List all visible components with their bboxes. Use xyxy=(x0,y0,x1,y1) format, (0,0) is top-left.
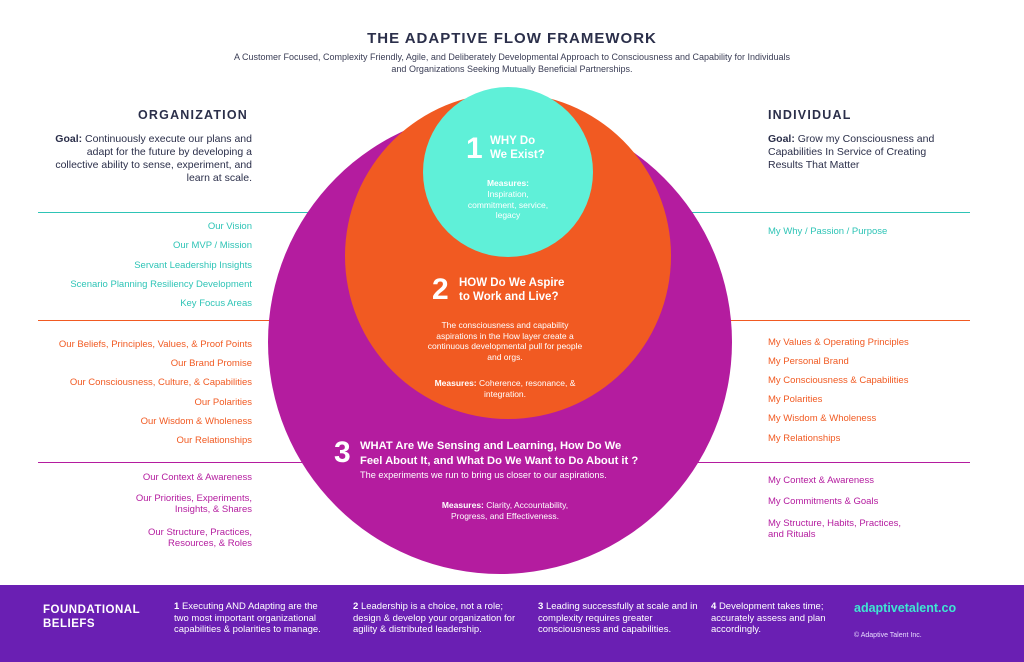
how-measures-label: Measures: xyxy=(434,378,477,388)
what-layer-title-1: WHAT Are We Sensing and Learning, How Do… xyxy=(360,440,622,452)
org-what-item: Our Priorities, Experiments, Insights, &… xyxy=(135,493,252,515)
org-what-item: Our Structure, Practices, Resources, & R… xyxy=(147,527,252,549)
org-how-item: Our Wisdom & Wholeness xyxy=(140,416,252,427)
belief-number: 3 xyxy=(538,601,544,612)
org-why-item: Key Focus Areas xyxy=(180,298,252,309)
org-why-item: Servant Leadership Insights xyxy=(134,260,252,271)
individual-goal: Goal: Grow my Consciousness and Capabili… xyxy=(768,133,963,172)
org-what-item: Our Context & Awareness xyxy=(142,472,252,483)
belief-item: 1 Executing AND Adapting are the two mos… xyxy=(174,601,334,636)
what-layer-title-2: Feel About It, and What Do We Want to Do… xyxy=(360,455,639,467)
how-layer-title-2: to Work and Live? xyxy=(459,291,559,303)
individual-goal-label: Goal: xyxy=(768,133,795,145)
how-layer-number: 2 xyxy=(432,273,449,306)
what-divider-right xyxy=(690,462,970,463)
ind-how-item: My Personal Brand xyxy=(768,356,849,367)
ind-what-item: My Context & Awareness xyxy=(768,475,874,486)
page-title: THE ADAPTIVE FLOW FRAMEWORK xyxy=(367,30,657,47)
org-why-item: Our MVP / Mission xyxy=(172,240,252,251)
ind-how-item: My Wisdom & Wholeness xyxy=(768,413,877,424)
belief-item: 2 Leadership is a choice, not a role; de… xyxy=(353,601,518,636)
why-layer-number: 1 xyxy=(466,132,483,165)
ind-what-item: My Commitments & Goals xyxy=(768,496,879,507)
why-layer-title-1: WHY Do xyxy=(490,135,536,147)
what-measures-line: Measures: Clarity, Accountability, Progr… xyxy=(440,500,570,521)
how-measures-text: Coherence, resonance, & integration. xyxy=(479,378,576,399)
belief-text: Leading successfully at scale and in com… xyxy=(538,601,698,635)
ind-what-item: My Structure, Habits, Practices, and Rit… xyxy=(768,518,902,540)
ind-how-item: My Relationships xyxy=(768,433,841,444)
ind-why-item: My Why / Passion / Purpose xyxy=(768,226,888,237)
why-divider-right xyxy=(690,212,970,213)
what-measures-label: Measures: xyxy=(441,500,484,510)
belief-item: 3 Leading successfully at scale and in c… xyxy=(538,601,698,636)
foundational-beliefs-footer xyxy=(0,585,1024,662)
org-how-item: Our Consciousness, Culture, & Capabiliti… xyxy=(69,377,252,388)
belief-text: Leadership is a choice, not a role; desi… xyxy=(353,601,516,635)
how-layer-body: The consciousness and capability aspirat… xyxy=(427,320,583,362)
footer-title: FOUNDATIONAL BELIEFS xyxy=(43,603,140,631)
org-why-item: Our Vision xyxy=(207,221,252,232)
ind-how-item: My Polarities xyxy=(768,394,823,405)
organization-goal-text: Continuously execute our plans and adapt… xyxy=(55,133,252,184)
belief-text: Executing AND Adapting are the two most … xyxy=(174,601,321,635)
how-divider-right xyxy=(680,320,970,321)
org-why-item: Scenario Planning Resiliency Development xyxy=(70,279,252,290)
what-layer-body: The experiments we run to bring us close… xyxy=(360,470,607,480)
belief-text: Development takes time; accurately asses… xyxy=(711,601,826,635)
footer-title-line-1: FOUNDATIONAL xyxy=(43,604,141,616)
why-measures-text: Inspiration, commitment, service, legacy xyxy=(467,189,549,220)
how-layer-title-1: HOW Do We Aspire xyxy=(459,277,565,289)
belief-number: 4 xyxy=(711,601,717,612)
ind-how-item: My Values & Operating Principles xyxy=(768,337,909,348)
why-measures-label: Measures: xyxy=(486,178,530,188)
belief-number: 1 xyxy=(174,601,180,612)
how-measures-line: Measures: Coherence, resonance, & integr… xyxy=(430,378,580,399)
individual-goal-text: Grow my Consciousness and Capabilities I… xyxy=(768,133,935,171)
page-subtitle: A Customer Focused, Complexity Friendly,… xyxy=(233,52,791,74)
ind-how-item: My Consciousness & Capabilities xyxy=(768,375,909,386)
org-how-item: Our Relationships xyxy=(176,435,252,446)
what-divider-left xyxy=(38,462,338,463)
website-link[interactable]: adaptivetalent.co xyxy=(854,601,957,615)
footer-title-line-2: BELIEFS xyxy=(43,618,96,630)
belief-item: 4 Development takes time; accurately ass… xyxy=(711,601,836,636)
why-layer-title-2: We Exist? xyxy=(490,149,545,161)
why-layer-circle xyxy=(423,87,593,257)
organization-heading: ORGANIZATION xyxy=(138,108,248,122)
org-how-item: Our Beliefs, Principles, Values, & Proof… xyxy=(58,339,252,350)
organization-goal: Goal: Continuously execute our plans and… xyxy=(50,133,252,185)
how-divider-left xyxy=(38,320,338,321)
what-measures-text: Clarity, Accountability, Progress, and E… xyxy=(450,500,569,521)
organization-goal-label: Goal: xyxy=(55,133,83,145)
org-how-item: Our Polarities xyxy=(194,397,252,408)
why-divider-left xyxy=(38,212,328,213)
copyright-notice: © Adaptive Talent Inc. xyxy=(854,632,922,639)
individual-heading: INDIVIDUAL xyxy=(768,108,852,122)
what-layer-number: 3 xyxy=(334,436,351,469)
belief-number: 2 xyxy=(353,601,359,612)
org-how-item: Our Brand Promise xyxy=(170,358,252,369)
